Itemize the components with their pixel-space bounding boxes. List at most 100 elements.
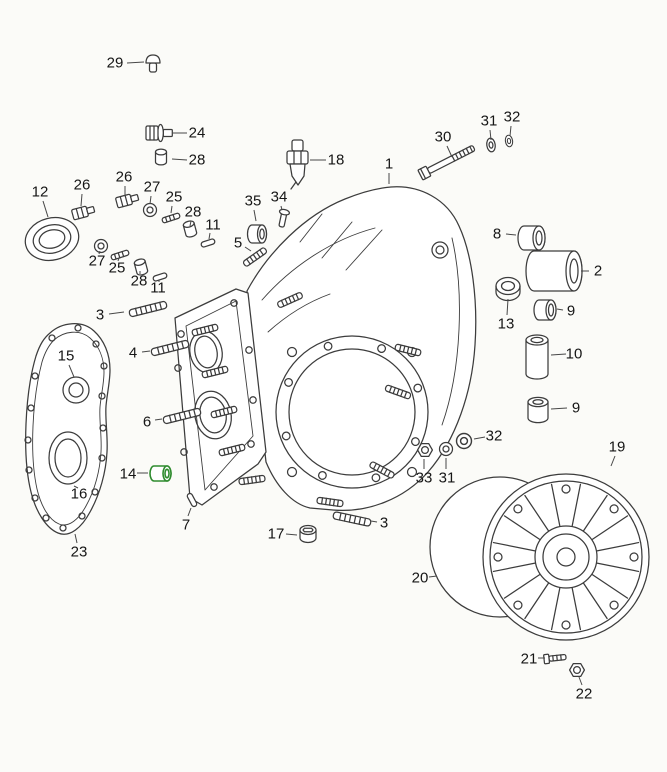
- part-27-washer[interactable]: [142, 202, 158, 218]
- callout-part-13[interactable]: 13: [498, 298, 515, 333]
- part-number-label: 3: [96, 307, 104, 324]
- part-3-stud: [128, 300, 168, 318]
- callout-part-32[interactable]: 32: [473, 428, 503, 445]
- callout-leader-line: [509, 125, 512, 137]
- callout-part-3[interactable]: 3: [96, 307, 125, 324]
- part-number-label: 32: [486, 428, 503, 445]
- callout-part-2[interactable]: 2: [581, 263, 602, 280]
- part-32-washer[interactable]: [455, 432, 473, 450]
- callout-part-26[interactable]: 26: [74, 177, 91, 207]
- part-24-bolt[interactable]: [145, 123, 173, 143]
- part-number-label: 12: [32, 184, 49, 201]
- part-26-plug[interactable]: [114, 191, 140, 209]
- callout-part-24[interactable]: 24: [173, 125, 205, 142]
- part-27-washer[interactable]: [93, 238, 109, 254]
- callout-part-21[interactable]: 21: [521, 651, 545, 668]
- callout-part-19[interactable]: 19: [609, 439, 626, 467]
- callout-part-25[interactable]: 25: [109, 257, 126, 277]
- part-10-sleeve[interactable]: [525, 334, 549, 380]
- callout-part-31[interactable]: 31: [481, 113, 498, 141]
- callout-part-8[interactable]: 8: [493, 226, 517, 243]
- callout-part-3[interactable]: 3: [370, 515, 388, 532]
- callout-leader-line: [556, 308, 564, 311]
- part-18-switch[interactable]: [286, 139, 309, 190]
- part-29-plug[interactable]: [145, 54, 161, 73]
- callout-part-31[interactable]: 31: [439, 458, 456, 487]
- part-number-label: 29: [107, 55, 124, 72]
- part-1-transmission-case[interactable]: [174, 186, 477, 512]
- callout-part-20[interactable]: 20: [412, 570, 438, 587]
- part-15-opening[interactable]: [62, 376, 90, 404]
- callout-leader-line: [610, 455, 616, 467]
- callout-part-33[interactable]: 33: [416, 459, 433, 487]
- callout-leader-line: [170, 205, 173, 214]
- callout-part-9[interactable]: 9: [550, 400, 580, 417]
- part-22-nut[interactable]: [568, 662, 586, 678]
- callout-part-28[interactable]: 28: [185, 204, 202, 227]
- part-23-cover-gasket[interactable]: [24, 323, 111, 535]
- callout-part-23[interactable]: 23: [71, 533, 88, 561]
- callout-part-28[interactable]: 28: [171, 152, 205, 169]
- callout-part-15[interactable]: 15: [58, 348, 75, 378]
- part-26-plug[interactable]: [70, 203, 96, 221]
- callout-part-6[interactable]: 6: [143, 414, 163, 431]
- part-9-spacer-sleeve-upper[interactable]: [533, 299, 557, 321]
- callout-part-10[interactable]: 10: [550, 346, 583, 363]
- callout-part-12[interactable]: 12: [32, 184, 49, 218]
- callout-part-22[interactable]: 22: [576, 676, 593, 703]
- part-number-label: 35: [245, 193, 262, 210]
- part-number-label: 30: [435, 129, 452, 146]
- part-35-bushing[interactable]: [246, 224, 268, 244]
- callout-part-29[interactable]: 29: [107, 55, 145, 72]
- part-9-spacer-sleeve-lower[interactable]: [527, 396, 549, 424]
- callout-leader-line: [550, 353, 567, 356]
- callout-part-16[interactable]: 16: [71, 486, 88, 503]
- part-32-washer[interactable]: [504, 134, 514, 148]
- part-8-bushing[interactable]: [517, 225, 546, 251]
- part-25-stud[interactable]: [161, 212, 181, 224]
- part-16-opening[interactable]: [48, 431, 88, 485]
- part-11-dowel-pin[interactable]: [199, 237, 217, 249]
- callout-part-25[interactable]: 25: [166, 189, 183, 214]
- callout-part-28[interactable]: 28: [131, 271, 148, 290]
- part-28-sleeve[interactable]: [154, 148, 168, 166]
- callout-part-5[interactable]: 5: [234, 235, 252, 252]
- part-21-screw[interactable]: [543, 652, 567, 665]
- part-34-bolt[interactable]: [276, 208, 291, 228]
- part-28-sleeve[interactable]: [182, 219, 198, 239]
- callout-part-11[interactable]: 11: [150, 280, 166, 297]
- callout-part-1[interactable]: 1: [385, 156, 393, 185]
- callout-part-7[interactable]: 7: [182, 507, 192, 534]
- part-number-label: 9: [567, 303, 575, 320]
- diagram-scene: [21, 54, 650, 678]
- callout-part-11[interactable]: 11: [205, 217, 221, 240]
- callout-part-17[interactable]: 17: [268, 526, 298, 543]
- part-33-locknut[interactable]: [416, 442, 434, 458]
- callout-part-35[interactable]: 35: [245, 193, 262, 222]
- part-31-washer[interactable]: [438, 441, 454, 457]
- callout-part-9[interactable]: 9: [556, 303, 575, 320]
- part-12-oil-seal[interactable]: [21, 212, 84, 266]
- callout-part-32[interactable]: 32: [504, 109, 521, 137]
- callout-part-4[interactable]: 4: [129, 345, 151, 362]
- part-number-label: 1: [385, 156, 393, 173]
- callout-leader-line: [42, 200, 49, 218]
- part-2-bushing[interactable]: [525, 250, 583, 292]
- part-14-dowel-bushing-highlighted[interactable]: [149, 465, 172, 482]
- callout-part-14[interactable]: 14: [120, 466, 148, 483]
- part-17-plug[interactable]: [299, 524, 317, 544]
- part-number-label: 11: [205, 217, 221, 234]
- callout-part-18[interactable]: 18: [310, 152, 344, 169]
- callout-leader-line: [446, 145, 453, 158]
- callout-part-27[interactable]: 27: [89, 250, 106, 270]
- callout-part-34[interactable]: 34: [271, 189, 288, 211]
- callout-part-27[interactable]: 27: [144, 179, 161, 205]
- callout-part-30[interactable]: 30: [435, 129, 453, 158]
- part-13-bearing-race[interactable]: [495, 276, 521, 302]
- part-number-label: 10: [566, 346, 583, 363]
- callout-leader-line: [80, 193, 83, 207]
- part-19-finned-side-cover[interactable]: [482, 473, 650, 641]
- part-number-label: 33: [416, 470, 433, 487]
- part-30-bolt[interactable]: [417, 143, 476, 181]
- callout-part-26[interactable]: 26: [116, 169, 133, 197]
